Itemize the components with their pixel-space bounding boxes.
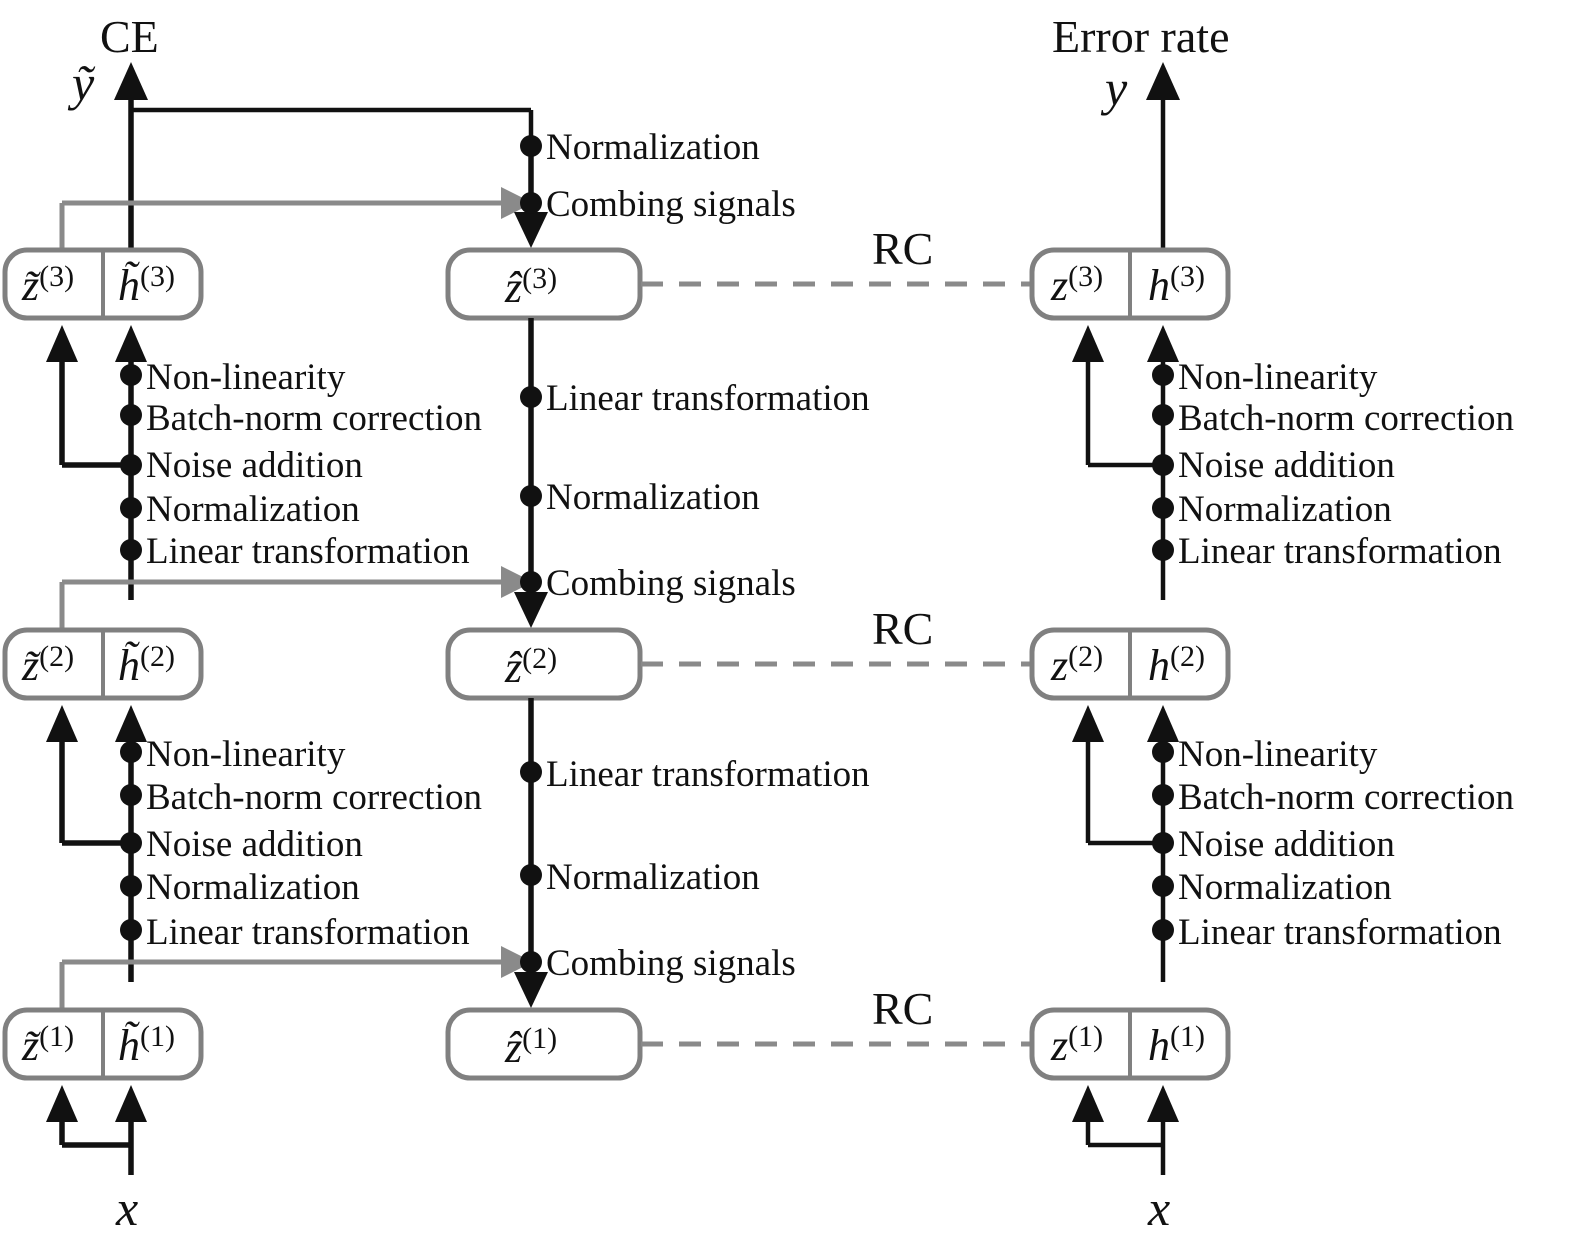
left-label-2-batchnorm: Batch-norm correction <box>146 777 482 818</box>
label-y-tilde: ỹ <box>67 55 96 111</box>
left-label-2-normalization: Normalization <box>146 867 360 908</box>
right-z-arrow-2 <box>1072 705 1104 742</box>
right-z-arrow-3 <box>1072 325 1104 362</box>
right-box-layer3: z(3) h(3) <box>1029 247 1231 321</box>
left-dot-3-nonlinearity <box>120 364 142 386</box>
right-label-3-normalization: Normalization <box>1178 489 1392 530</box>
middle-arrowhead-1 <box>514 972 548 1008</box>
middle-label-2-combing: Combing signals <box>546 943 796 984</box>
middle-top-arrowhead-3 <box>514 212 548 248</box>
middle-box-3-rect <box>445 247 643 321</box>
right-input-arrow-h <box>1147 1085 1179 1122</box>
right-label-2-nonlinearity: Non-linearity <box>1178 734 1378 775</box>
middle-dot-3-normalization <box>520 485 542 507</box>
label-y: y <box>1100 60 1128 116</box>
left-box-layer1: z̃(1) h̃(1) <box>2 1007 204 1081</box>
left-label-2-noise: Noise addition <box>146 824 363 865</box>
middle-box-layer1: ẑ(1) <box>445 1007 643 1081</box>
left-dot-2-nonlinearity <box>120 741 142 763</box>
left-box-layer2: z̃(2) h̃(2) <box>2 627 204 701</box>
middle-dot-3-combing <box>520 571 542 593</box>
right-dot-3-batchnorm <box>1152 404 1174 426</box>
rc-label-3: RC <box>872 223 933 274</box>
left-z-arrow-3 <box>46 325 78 362</box>
right-label-2-batchnorm: Batch-norm correction <box>1178 777 1514 818</box>
middle-label-3-normalization: Normalization <box>546 477 760 518</box>
left-label-3-nonlinearity: Non-linearity <box>146 357 346 398</box>
right-box-layer2: z(2) h(2) <box>1029 627 1231 701</box>
left-label-3-linear: Linear transformation <box>146 531 470 572</box>
right-h-arrow-3 <box>1147 325 1179 362</box>
left-label-3-normalization: Normalization <box>146 489 360 530</box>
middle-label-top-combing: Combing signals <box>546 184 796 225</box>
right-box-layer1: z(1) h(1) <box>1029 1007 1231 1081</box>
right-label-3-linear: Linear transformation <box>1178 531 1502 572</box>
middle-dot-2-linear <box>520 761 542 783</box>
left-dot-2-batchnorm <box>120 784 142 806</box>
left-z-arrow-2 <box>46 705 78 742</box>
middle-box-layer3: ẑ(3) <box>445 247 643 321</box>
right-dot-3-nonlinearity <box>1152 364 1174 386</box>
left-input-arrow-h <box>115 1085 147 1122</box>
right-label-2-noise: Noise addition <box>1178 824 1395 865</box>
title-error-rate: Error rate <box>1052 11 1230 62</box>
bypass-2-arrowhead <box>501 566 533 598</box>
middle-dot-3-linear <box>520 386 542 408</box>
left-label-3-batchnorm: Batch-norm correction <box>146 398 482 439</box>
left-dot-3-linear <box>120 539 142 561</box>
right-dot-3-normalization <box>1152 497 1174 519</box>
middle-label-3-linear: Linear transformation <box>546 378 870 419</box>
middle-box-layer2: ẑ(2) <box>445 627 643 701</box>
bypass-3-arrowhead <box>501 187 533 219</box>
middle-box-1-rect <box>445 1007 643 1081</box>
right-label-3-noise: Noise addition <box>1178 445 1395 486</box>
rc-label-1: RC <box>872 983 933 1034</box>
bypass-1-arrowhead <box>501 946 533 978</box>
left-dot-2-linear <box>120 919 142 941</box>
title-ce: CE <box>100 11 159 62</box>
middle-dot-2-combing <box>520 951 542 973</box>
middle-dot-top-combing <box>520 192 542 214</box>
middle-dot-2-normalization <box>520 864 542 886</box>
left-dot-3-noise <box>120 454 142 476</box>
middle-arrowhead-2 <box>514 592 548 628</box>
left-dot-3-batchnorm <box>120 404 142 426</box>
middle-label-3-combing: Combing signals <box>546 563 796 604</box>
right-output-arrowhead <box>1146 62 1180 100</box>
right-dot-2-nonlinearity <box>1152 741 1174 763</box>
right-label-2-normalization: Normalization <box>1178 867 1392 908</box>
left-dot-3-normalization <box>120 497 142 519</box>
middle-dot-top-normalization <box>520 135 542 157</box>
right-dot-2-linear <box>1152 919 1174 941</box>
middle-label-2-linear: Linear transformation <box>546 754 870 795</box>
right-dot-2-batchnorm <box>1152 784 1174 806</box>
left-input-arrow-z <box>46 1085 78 1122</box>
right-input-arrow-z <box>1072 1085 1104 1122</box>
right-label-3-batchnorm: Batch-norm correction <box>1178 398 1514 439</box>
left-dot-2-noise <box>120 832 142 854</box>
right-dot-2-normalization <box>1152 875 1174 897</box>
right-h-arrow-2 <box>1147 705 1179 742</box>
rc-label-2: RC <box>872 603 933 654</box>
left-dot-2-normalization <box>120 875 142 897</box>
label-x-left: x <box>115 1180 138 1236</box>
middle-box-2-rect <box>445 627 643 701</box>
left-output-arrowhead <box>114 62 148 100</box>
label-x-right: x <box>1147 1180 1170 1236</box>
right-dot-2-noise <box>1152 832 1174 854</box>
left-label-2-nonlinearity: Non-linearity <box>146 734 346 775</box>
right-label-3-nonlinearity: Non-linearity <box>1178 357 1378 398</box>
middle-label-2-normalization: Normalization <box>546 857 760 898</box>
right-dot-3-linear <box>1152 539 1174 561</box>
left-h-arrow-2 <box>115 705 147 742</box>
left-label-2-linear: Linear transformation <box>146 912 470 953</box>
right-label-2-linear: Linear transformation <box>1178 912 1502 953</box>
middle-label-top-normalization: Normalization <box>546 127 760 168</box>
left-label-3-noise: Noise addition <box>146 445 363 486</box>
left-h-arrow-3 <box>115 325 147 362</box>
left-box-layer3: z̃(3) h̃(3) <box>2 247 204 321</box>
right-dot-3-noise <box>1152 454 1174 476</box>
